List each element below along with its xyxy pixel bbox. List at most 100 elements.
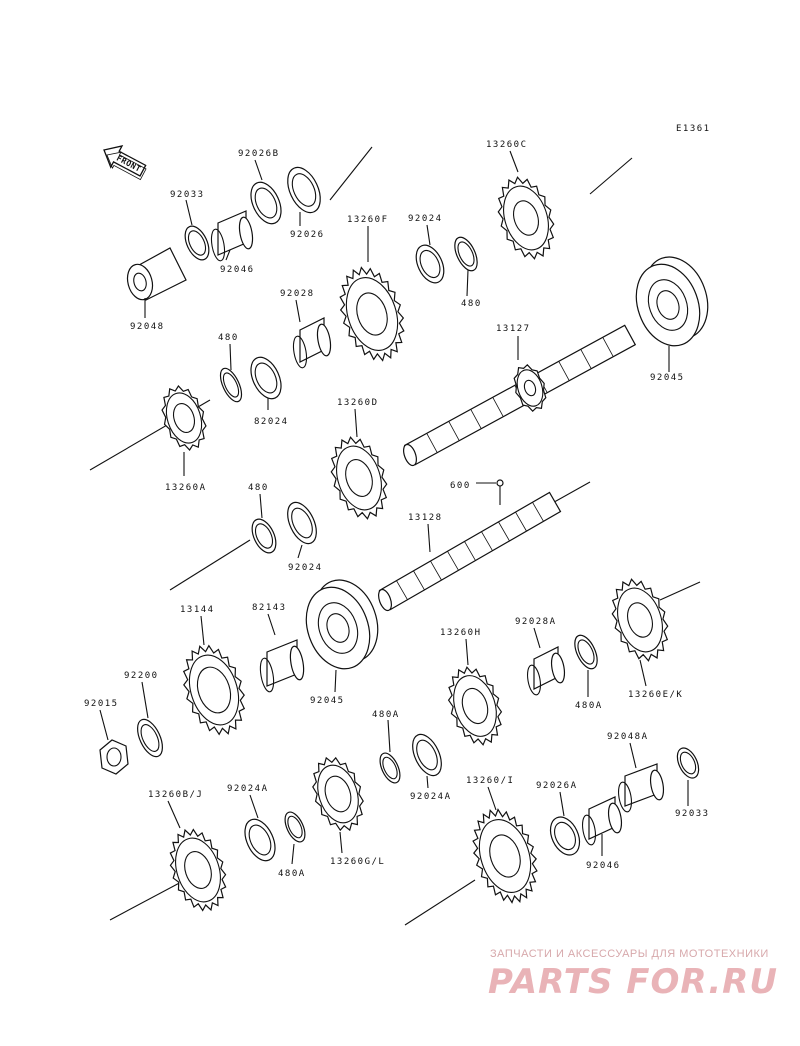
gear-13260C-hub bbox=[513, 200, 539, 236]
gear-13260F-hub bbox=[356, 292, 388, 336]
label-92015: 92015 bbox=[84, 699, 119, 709]
washer-92026 bbox=[287, 166, 321, 214]
leader-line bbox=[254, 159, 263, 181]
circlip-480-top bbox=[454, 236, 478, 272]
label-13260EK: 13260E/K bbox=[628, 690, 683, 700]
gear-13260D-hub bbox=[345, 459, 373, 497]
leader-line bbox=[297, 544, 303, 559]
leader-line bbox=[639, 659, 647, 687]
ring-92033-low bbox=[676, 747, 700, 779]
axis-line bbox=[329, 146, 373, 201]
label-480-mid: 480 bbox=[248, 483, 269, 493]
collar-82143-end bbox=[289, 645, 305, 681]
shaft-13127-spline bbox=[558, 361, 570, 381]
label-13260F: 13260F bbox=[347, 215, 389, 225]
leader-line bbox=[427, 523, 431, 553]
label-92045-top: 92045 bbox=[650, 373, 685, 383]
label-92026A: 92026A bbox=[536, 781, 578, 791]
leader-line bbox=[354, 408, 358, 438]
washer-92026A-inner bbox=[554, 821, 576, 851]
gear-13260I bbox=[472, 808, 538, 904]
washer-92024 bbox=[415, 244, 445, 284]
label-13260D: 13260D bbox=[337, 398, 379, 408]
leader-line bbox=[229, 343, 232, 371]
gear-13260GL-face bbox=[317, 764, 359, 824]
gear-13260F bbox=[339, 266, 405, 362]
leader-line bbox=[339, 831, 343, 854]
shaft-13128-spline bbox=[498, 521, 510, 542]
gear-13260EK bbox=[611, 578, 669, 662]
washer-92026B bbox=[250, 181, 282, 225]
bushing-92028-end2 bbox=[292, 335, 308, 369]
label-92200: 92200 bbox=[124, 671, 159, 681]
front-arrow-icon: FRONT bbox=[103, 145, 147, 181]
leader-line bbox=[426, 224, 431, 246]
label-480-top: 480 bbox=[461, 299, 482, 309]
label-92033-top: 92033 bbox=[170, 190, 205, 200]
leader-line bbox=[629, 742, 637, 769]
washer-92200-inner bbox=[140, 724, 160, 752]
circlip-480A-low-inner bbox=[287, 815, 303, 839]
diagram-code: E1361 bbox=[676, 124, 711, 134]
leader-line bbox=[426, 775, 429, 789]
leader-line bbox=[295, 299, 301, 323]
shaft-13127-spline bbox=[426, 433, 438, 453]
diagram-drawing bbox=[89, 146, 709, 926]
bushing-92028A-end bbox=[550, 652, 566, 684]
label-92024-top: 92024 bbox=[408, 214, 443, 224]
leader-line bbox=[185, 199, 193, 226]
leader-line bbox=[141, 681, 149, 719]
collar-82143-end2 bbox=[259, 657, 275, 693]
label-13260GL: 13260G/L bbox=[330, 857, 385, 867]
washer-92024A-mid bbox=[412, 733, 442, 777]
circlip-480-left-inner bbox=[222, 372, 240, 398]
leader-line bbox=[167, 800, 181, 829]
shaft-13128-end bbox=[378, 588, 392, 612]
shaft-13128-spline bbox=[532, 502, 544, 522]
watermark-tagline: ЗАПЧАСТИ И АКСЕССУАРЫ ДЛЯ МОТОТЕХНИКИ bbox=[490, 948, 769, 960]
leader-line bbox=[200, 615, 205, 646]
gear-13260C-face bbox=[503, 185, 549, 251]
label-13260BJ: 13260B/J bbox=[148, 790, 203, 800]
label-92028: 92028 bbox=[280, 289, 315, 299]
leader-line bbox=[509, 150, 519, 173]
gear-13260BJ-face bbox=[175, 837, 221, 903]
needle-bearing-92046-low-end2 bbox=[581, 814, 597, 846]
bushing-92028A-end2 bbox=[526, 664, 542, 696]
gear-13260A bbox=[161, 385, 207, 451]
gear-13260H bbox=[447, 666, 503, 746]
shaft-13127-end bbox=[403, 443, 417, 467]
washer-92024-inner bbox=[419, 249, 441, 279]
gear-13260D bbox=[330, 436, 388, 520]
bearing-92045-mid-bore bbox=[326, 613, 350, 643]
leader-line bbox=[249, 794, 259, 819]
circlip-480A-right bbox=[574, 634, 598, 670]
leader-line bbox=[533, 627, 541, 649]
washer-92026A bbox=[549, 816, 581, 856]
label-92024A-mid: 92024A bbox=[410, 792, 452, 802]
leader-line bbox=[559, 791, 565, 817]
label-480A-low: 480A bbox=[278, 869, 306, 879]
collar-92048A-end bbox=[649, 769, 665, 801]
nut-92015-bore bbox=[106, 747, 122, 767]
label-92048A: 92048A bbox=[607, 732, 649, 742]
leader-line bbox=[99, 709, 109, 741]
label-92046-top: 92046 bbox=[220, 265, 255, 275]
gear-13260EK-hub bbox=[627, 602, 653, 638]
washer-92024A-left-inner bbox=[248, 824, 272, 856]
shaft-13127-spline bbox=[580, 349, 592, 369]
label-82024: 82024 bbox=[254, 417, 289, 427]
gear-13260GL bbox=[312, 756, 364, 832]
shaft-13127-spline bbox=[492, 397, 504, 417]
shaft-13128-spline bbox=[447, 551, 459, 571]
gear-13260I-hub bbox=[489, 834, 521, 878]
sprocket-13144-face bbox=[188, 654, 240, 726]
bearing-92045-top-bore bbox=[656, 290, 680, 320]
label-13144: 13144 bbox=[180, 605, 215, 615]
label-13127: 13127 bbox=[496, 324, 531, 334]
nut-92015 bbox=[99, 739, 129, 775]
needle-bearing-92046-end2 bbox=[210, 228, 226, 262]
circlip-480A-right-inner bbox=[577, 639, 595, 665]
gear-13260I-face bbox=[478, 819, 532, 893]
